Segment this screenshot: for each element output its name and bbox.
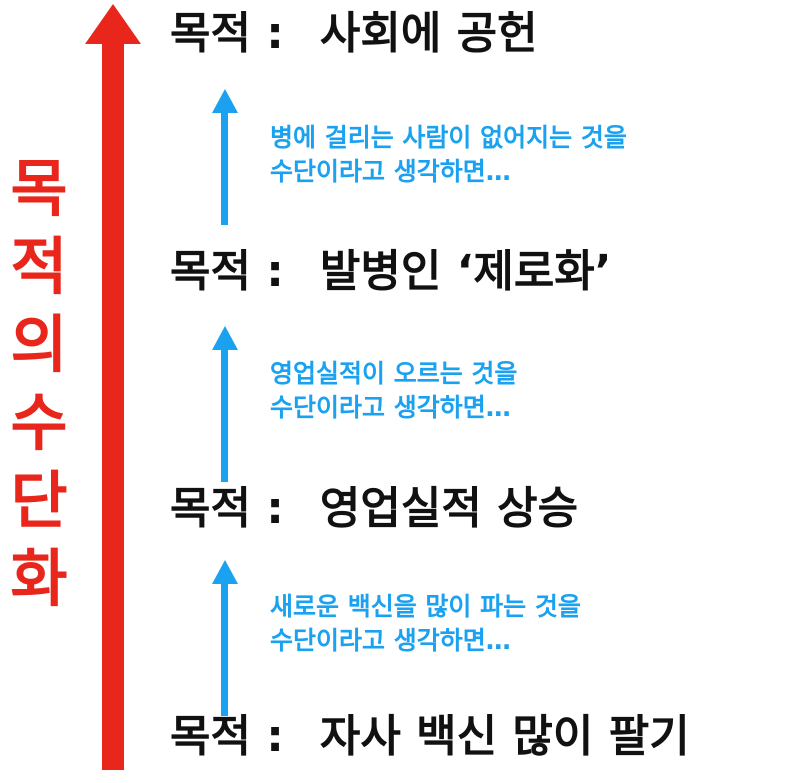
side-label-char: 단 (10, 464, 68, 537)
main-arrow-shaft (102, 40, 124, 770)
goal-sell-vaccines: 목적 :자사 백신 많이 팔기 (170, 715, 690, 759)
goal-text: 자사 백신 많이 팔기 (319, 711, 690, 762)
goal-text: 사회에 공헌 (319, 8, 538, 59)
note-line: 새로운 백신을 많이 파는 것을 (270, 592, 581, 621)
goal-zero-disease: 목적 :발병인 ‘제로화’ (170, 250, 612, 294)
note-line: 수단이라고 생각하면… (270, 393, 511, 422)
up-arrow-icon (210, 89, 240, 225)
goal-contribute-society: 목적 :사회에 공헌 (170, 12, 538, 56)
up-arrow-icon (210, 560, 240, 716)
goal-prefix: 목적 : (170, 246, 284, 297)
note-line: 병에 걸리는 사람이 없어지는 것을 (270, 123, 627, 152)
note-box: 영업실적이 오르는 것을 수단이라고 생각하면… (270, 357, 517, 425)
side-label-char: 화 (10, 542, 68, 615)
goal-prefix: 목적 : (170, 8, 284, 59)
note-line: 수단이라고 생각하면… (270, 626, 511, 655)
up-arrow-icon (210, 326, 240, 482)
side-label-char: 적 (10, 230, 68, 303)
note-line: 수단이라고 생각하면… (270, 157, 511, 186)
goal-prefix: 목적 : (170, 483, 284, 534)
side-label-char: 수 (10, 386, 68, 459)
goal-prefix: 목적 : (170, 711, 284, 762)
note-box: 새로운 백신을 많이 파는 것을 수단이라고 생각하면… (270, 590, 581, 658)
goal-text: 발병인 ‘제로화’ (319, 246, 612, 297)
main-arrow-head (85, 4, 141, 44)
goal-sales-increase: 목적 :영업실적 상승 (170, 487, 578, 531)
side-label-char: 목 (10, 152, 68, 225)
note-line: 영업실적이 오르는 것을 (270, 359, 518, 388)
side-label-char: 의 (10, 308, 68, 381)
side-label: 목 적 의 수 단 화 (4, 150, 74, 618)
goal-text: 영업실적 상승 (319, 483, 579, 534)
note-box: 병에 걸리는 사람이 없어지는 것을 수단이라고 생각하면… (270, 121, 627, 189)
